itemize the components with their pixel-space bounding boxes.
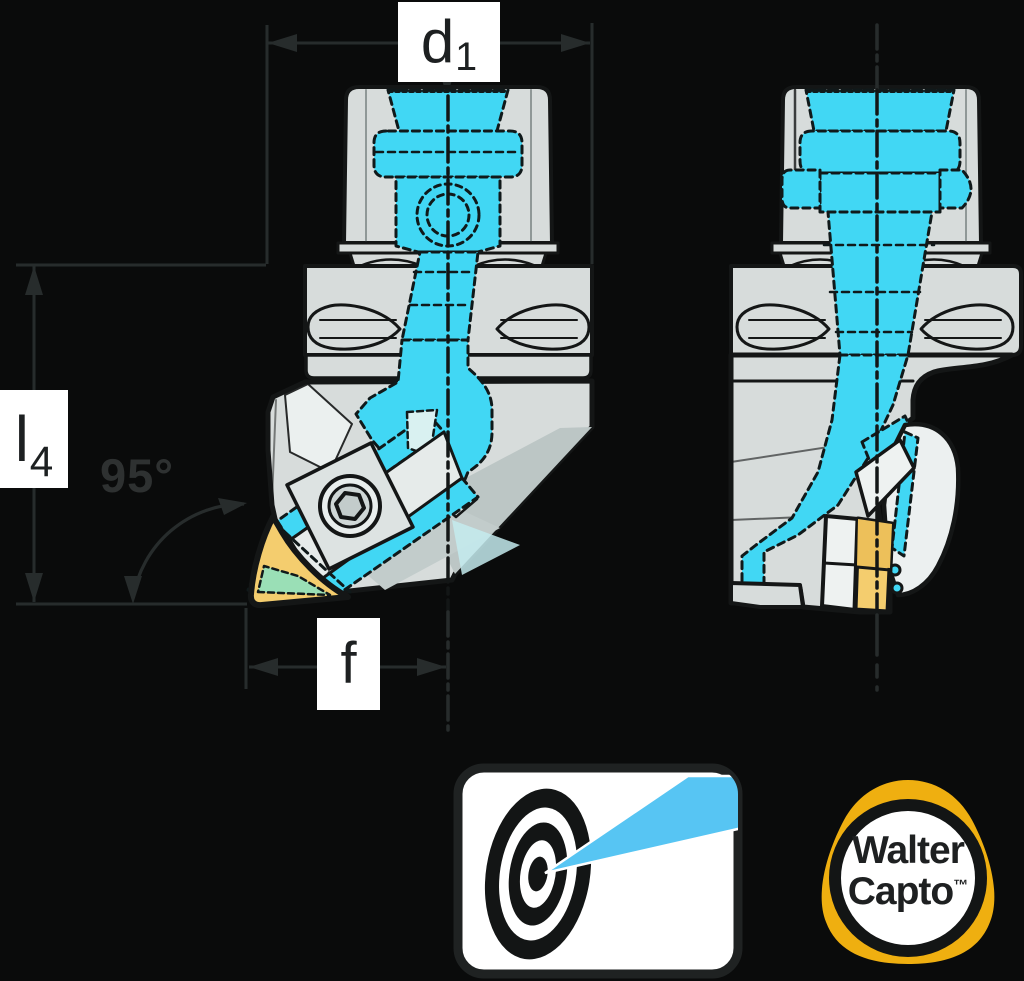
walter-capto-logo (821, 780, 995, 964)
d1-subscript: 1 (455, 34, 478, 79)
angle-95-label: 95° (100, 449, 175, 502)
f-dimension-label: f (317, 618, 380, 710)
coolant-channels-side (740, 88, 973, 600)
dimension-f (244, 608, 446, 689)
f-arrow-right (417, 658, 446, 676)
f-base: f (340, 631, 357, 696)
coolant-jet-beam (544, 774, 738, 875)
l4-subscript: 4 (29, 437, 54, 485)
l4-arrow-up (25, 266, 43, 295)
front-view-toolholder (246, 85, 595, 732)
precision-coolant-icon (453, 763, 743, 979)
f-arrow-left (249, 658, 278, 676)
insert-shim (256, 564, 332, 597)
dimension-l4 (16, 263, 266, 606)
angle-arrow-tip (218, 498, 247, 515)
angle-annotation-95 (124, 498, 247, 604)
d1-arrow-left (268, 34, 297, 52)
l4-arrow-down (25, 573, 43, 602)
target-icon (484, 774, 738, 960)
angle-arrow-base (124, 576, 142, 604)
hex-socket-icon (334, 491, 366, 521)
l4-base: l (14, 403, 29, 475)
side-view-toolholder (728, 23, 1023, 692)
dimension-d1 (265, 23, 594, 264)
d1-base: d (420, 8, 455, 75)
d1-arrow-right (561, 34, 590, 52)
